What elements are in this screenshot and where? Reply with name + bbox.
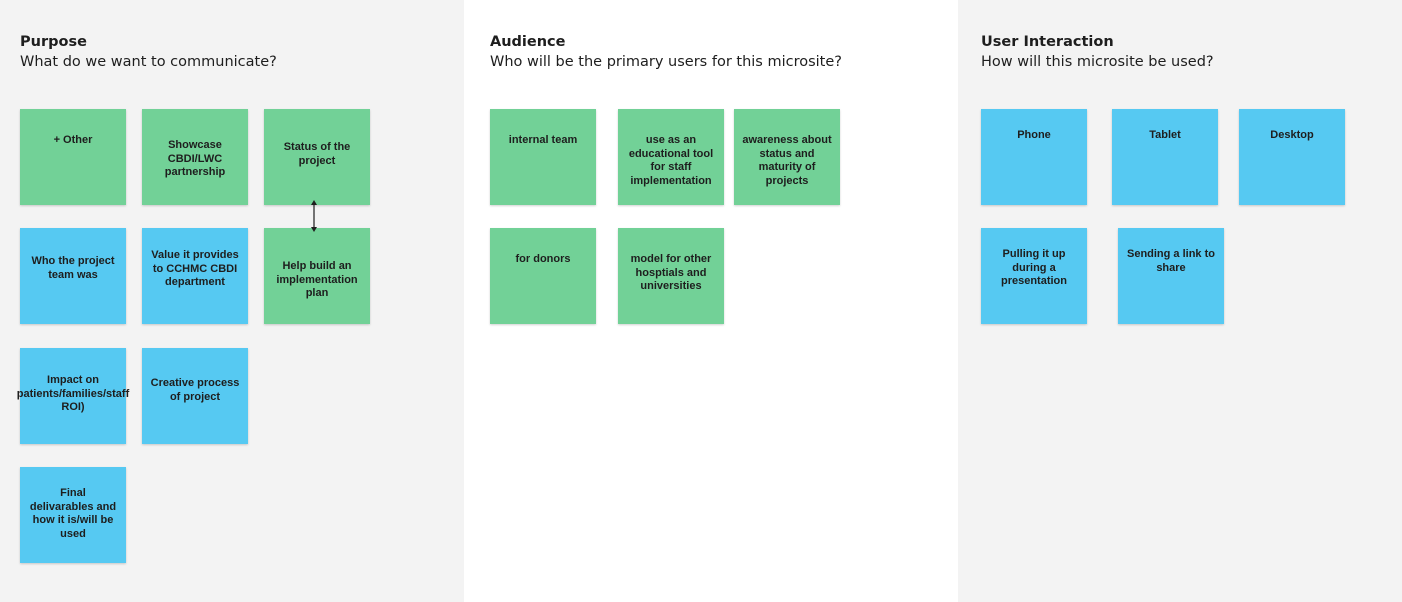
sticky-note-text: + Other: [53, 134, 93, 146]
double-arrow-connector-icon[interactable]: [308, 200, 320, 232]
sticky-note-implementation-plan[interactable]: Help build an implementation plan: [264, 228, 370, 324]
sticky-note-phone[interactable]: Phone: [981, 109, 1087, 205]
purpose-title: Purpose: [20, 34, 87, 50]
sticky-note-text: Sending a link to share: [1126, 248, 1215, 274]
sticky-note-tablet[interactable]: Tablet: [1112, 109, 1218, 205]
sticky-note-project-status[interactable]: Status of the project: [264, 109, 370, 205]
user-interaction-subtitle: How will this microsite be used?: [981, 54, 1214, 70]
sticky-note-text: Value it provides to CCHMC CBDI departme…: [151, 249, 239, 288]
sticky-note-text: Desktop: [1270, 129, 1314, 141]
audience-heading: Audience Who will be the primary users f…: [490, 33, 842, 71]
sticky-note-desktop[interactable]: Desktop: [1239, 109, 1345, 205]
sticky-note-text: Who the project team was: [31, 255, 115, 281]
audience-subtitle: Who will be the primary users for this m…: [490, 54, 842, 70]
purpose-subtitle: What do we want to communicate?: [20, 54, 277, 70]
sticky-note-text: for donors: [515, 253, 571, 265]
sticky-note-text: Showcase CBDI/LWC partnership: [164, 139, 226, 178]
user-interaction-heading: User Interaction How will this microsite…: [981, 33, 1214, 71]
sticky-note-text: Pulling it up during a presentation: [1000, 248, 1067, 287]
user-interaction-title: User Interaction: [981, 34, 1114, 50]
sticky-note-text: Creative process of project: [150, 377, 240, 403]
sticky-note-text: internal team: [508, 134, 578, 146]
sticky-note-text: Final delivarables and how it is/will be…: [29, 487, 117, 540]
purpose-heading: Purpose What do we want to communicate?: [20, 33, 277, 71]
sticky-note-creative-process[interactable]: Creative process of project: [142, 348, 248, 444]
sticky-note-text: Help build an implementation plan: [276, 260, 358, 299]
sticky-note-text: Status of the project: [283, 141, 351, 167]
sticky-note-showcase-partnership[interactable]: Showcase CBDI/LWC partnership: [142, 109, 248, 205]
sticky-note-educational-tool[interactable]: use as an educational tool for staff imp…: [618, 109, 724, 205]
sticky-note-awareness[interactable]: awareness about status and maturity of p…: [734, 109, 840, 205]
sticky-note-impact[interactable]: Impact on patients/families/staff ROI): [16, 348, 130, 444]
sticky-note-text: use as an educational tool for staff imp…: [628, 134, 714, 187]
sticky-note-final-deliverables[interactable]: Final delivarables and how it is/will be…: [20, 467, 126, 563]
sticky-note-text: awareness about status and maturity of p…: [742, 134, 832, 187]
sticky-note-text: Tablet: [1149, 129, 1181, 141]
sticky-note-text: Phone: [1017, 129, 1051, 141]
sticky-note-value-provided[interactable]: Value it provides to CCHMC CBDI departme…: [142, 228, 248, 324]
sticky-note-model-for-others[interactable]: model for other hosptials and universiti…: [618, 228, 724, 324]
sticky-note-text: model for other hosptials and universiti…: [630, 253, 712, 292]
sticky-note-donors[interactable]: for donors: [490, 228, 596, 324]
sticky-note-other[interactable]: + Other: [20, 109, 126, 205]
sticky-note-project-team[interactable]: Who the project team was: [20, 228, 126, 324]
audience-title: Audience: [490, 34, 566, 50]
sticky-note-share-link[interactable]: Sending a link to share: [1118, 228, 1224, 324]
sticky-note-presentation[interactable]: Pulling it up during a presentation: [981, 228, 1087, 324]
sticky-note-text: Impact on patients/families/staff ROI): [16, 374, 130, 413]
sticky-note-internal-team[interactable]: internal team: [490, 109, 596, 205]
